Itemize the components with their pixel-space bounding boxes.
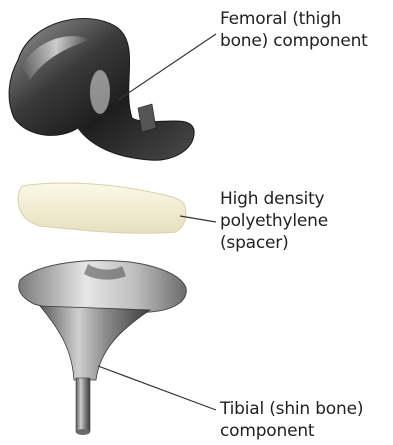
- tibial-component-illustration: [19, 261, 186, 435]
- spacer-illustration: [18, 183, 186, 233]
- spacer-label-line3: (spacer): [220, 232, 328, 254]
- femoral-component-label: Femoral (thigh bone) component: [220, 8, 368, 52]
- spacer-body: [18, 183, 186, 233]
- tibial-tray: [19, 261, 186, 313]
- tibial-label-line2: component: [220, 420, 363, 442]
- femoral-component-illustration: [9, 18, 194, 160]
- tibial-component-label: Tibial (shin bone) component: [220, 398, 363, 442]
- femoral-inner-highlight: [90, 70, 110, 114]
- spacer-label-line2: polyethylene: [220, 210, 328, 232]
- spacer-label: High density polyethylene (spacer): [220, 188, 328, 254]
- tibial-stem-tip: [76, 429, 90, 435]
- tibial-label-line1: Tibial (shin bone): [220, 398, 363, 420]
- tibial-stem: [76, 378, 90, 432]
- spacer-label-line1: High density: [220, 188, 328, 210]
- femoral-label-line2: bone) component: [220, 30, 368, 52]
- femoral-label-line1: Femoral (thigh: [220, 8, 368, 30]
- leader-line-femoral: [118, 34, 216, 100]
- tibial-keel: [40, 306, 150, 380]
- leader-line-tibial: [98, 366, 216, 410]
